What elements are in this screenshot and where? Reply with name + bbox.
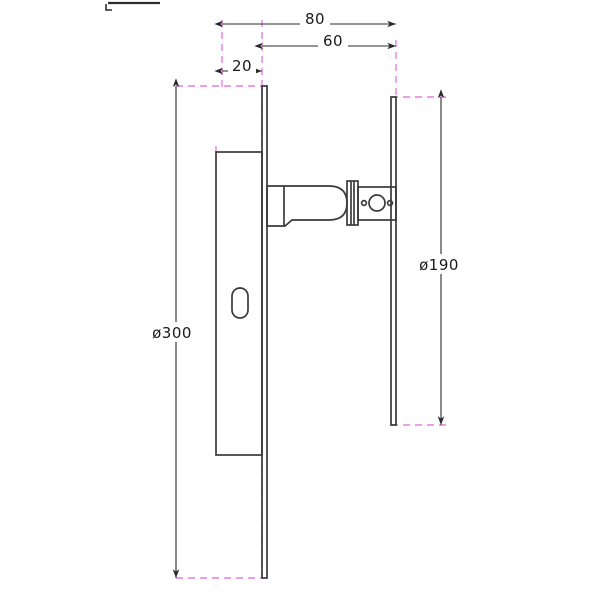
dimension-80-label: 80 [305, 10, 325, 28]
dimension-80: 80 [214, 10, 396, 28]
title-fragment-mark [105, 1, 160, 11]
dimension-20: 20 [214, 57, 262, 75]
dimension-diameter-300: ø300 [145, 78, 200, 578]
dimension-60-label: 60 [323, 32, 343, 50]
dimension-diameter-190: ø190 [412, 89, 467, 425]
part-outlines [215, 85, 397, 579]
dimension-20-label: 20 [232, 57, 252, 75]
collar-flange [346, 180, 359, 226]
oval-slot [231, 287, 249, 319]
arm-body [266, 185, 348, 227]
dimension-diameter-190-label: ø190 [419, 256, 459, 274]
fastener-hole-right [386, 199, 394, 207]
dimension-diameter-300-label: ø300 [152, 324, 192, 342]
dimension-60: 60 [254, 32, 396, 50]
center-bore [368, 194, 386, 212]
mounting-plate [215, 151, 263, 456]
fastener-hole-left [360, 199, 368, 207]
front-disc-190 [390, 96, 397, 426]
